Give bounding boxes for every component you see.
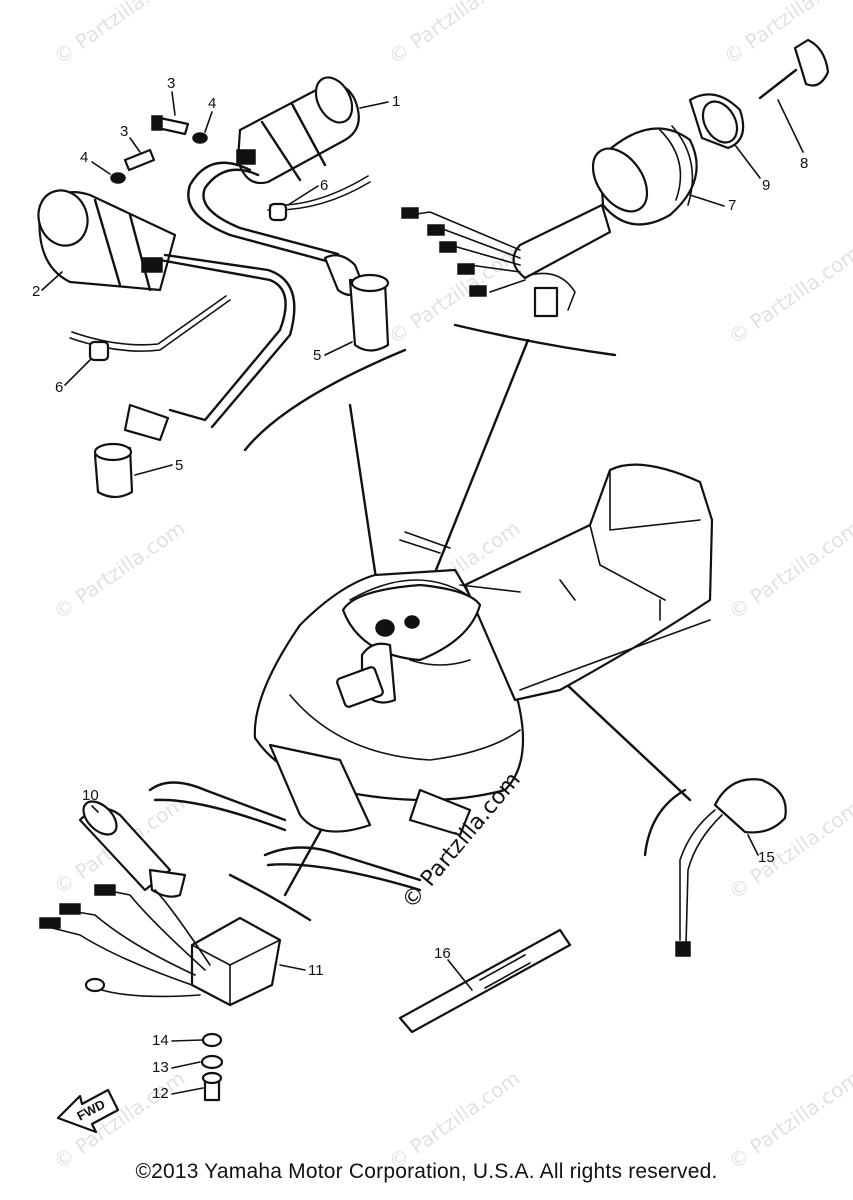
watermark: © Partzilla.com (724, 241, 853, 349)
callout-16: 16 (434, 945, 451, 962)
callout-15: 15 (758, 849, 775, 866)
bolts-and-washers (110, 115, 208, 184)
fwd-arrow: FWD (56, 1088, 120, 1134)
watermark: © Partzilla.com (384, 1066, 524, 1174)
callout-14: 14 (152, 1032, 169, 1049)
callout-5: 5 (313, 347, 321, 364)
callout-2: 2 (32, 283, 40, 300)
callout-4b: 4 (80, 149, 88, 166)
callout-6b: 6 (55, 379, 63, 396)
copyright-footer: ©2013 Yamaha Motor Corporation, U.S.A. A… (135, 1160, 718, 1183)
callout-7: 7 (728, 197, 736, 214)
callout-3: 3 (167, 75, 175, 92)
watermark: © Partzilla.com (49, 0, 189, 69)
main-switch-assembly (401, 38, 830, 318)
callout-8: 8 (800, 155, 808, 172)
callout-1: 1 (392, 93, 400, 110)
bolt-stack-12-14 (200, 1032, 224, 1102)
switch-15 (675, 778, 787, 957)
callout-13: 13 (152, 1059, 169, 1076)
watermark: © Partzilla.com (719, 0, 853, 69)
ignition-coil-2 (37, 189, 296, 499)
watermark: © Partzilla.com (49, 516, 189, 624)
callout-5b: 5 (175, 457, 183, 474)
callout-3b: 3 (120, 123, 128, 140)
band-16 (398, 928, 572, 1034)
ignition-coil-1 (187, 76, 390, 352)
watermark: © Partzilla.com (724, 516, 853, 624)
callout-11: 11 (308, 962, 324, 979)
callouts: 1 2 3 3 4 4 5 5 6 6 7 8 9 10 11 12 13 14 (32, 75, 808, 1102)
callout-12: 12 (152, 1085, 169, 1102)
callout-9: 9 (762, 177, 770, 194)
cdi-unit-11 (39, 884, 282, 1007)
watermark: © Partzilla.com (724, 1066, 853, 1174)
callout-10: 10 (82, 787, 99, 804)
watermark: © Partzilla.com (384, 241, 524, 349)
callout-6: 6 (320, 177, 328, 194)
rubber-boot-10 (78, 800, 187, 898)
callout-4: 4 (208, 95, 216, 112)
watermark: © Partzilla.com (384, 0, 524, 69)
snowmobile (148, 463, 714, 892)
